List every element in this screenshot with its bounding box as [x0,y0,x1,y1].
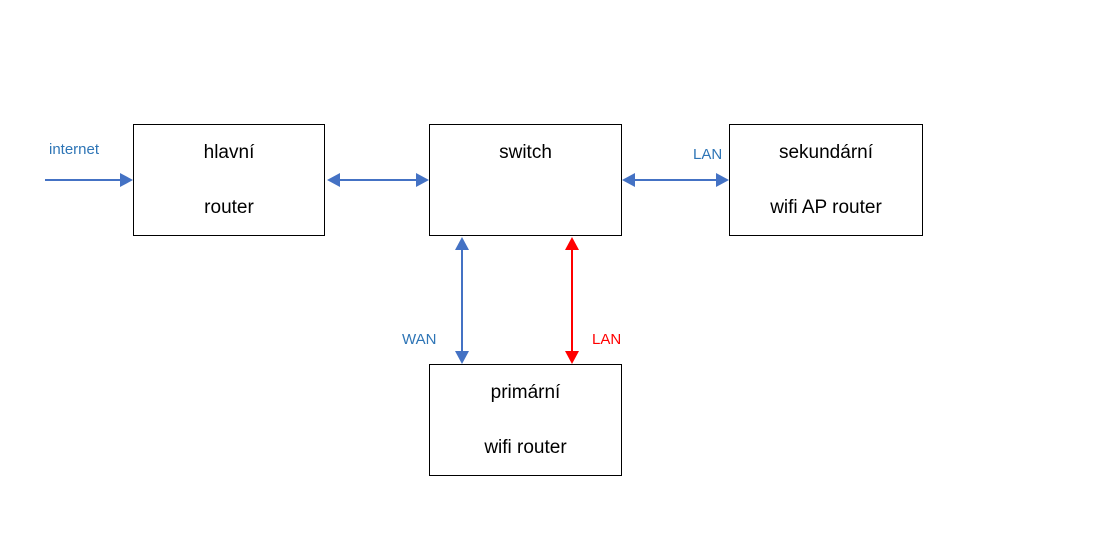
lan-label-switch-primary: LAN [592,331,622,348]
edge-main-router-switch-arrow [327,173,429,187]
node-secondary-wifi-ap-router: sekundární wifi AP router [729,124,923,236]
arrowhead-right-icon [416,173,429,187]
edge-switch-primary-router-lan-arrow [565,237,579,364]
arrowhead-left-icon [327,173,340,187]
arrowhead-right-icon [716,173,729,187]
node-primary-router-label-line2: wifi router [484,436,567,458]
arrowhead-down-icon [565,351,579,364]
node-secondary-router-label-line2: wifi AP router [770,196,882,218]
arrowhead-left-icon [622,173,635,187]
node-switch-label: switch [499,142,552,163]
node-secondary-router-label-line1: sekundární [778,141,873,163]
arrowhead-right-icon [120,173,133,187]
wan-label-switch-primary: WAN [402,331,437,348]
edge-shaft [461,250,463,351]
internet-arrow-shaft [45,179,120,181]
node-primary-router-label-line1: primární [490,381,561,403]
edge-switch-primary-router-wan-arrow [455,237,469,364]
node-main-router-label-line1: hlavní [203,141,255,163]
arrowhead-up-icon [565,237,579,250]
node-main-router: hlavní router [133,124,325,236]
edge-switch-secondary-router-arrow [622,173,729,187]
internet-label: internet [49,141,100,158]
edge-shaft [635,179,716,181]
arrowhead-up-icon [455,237,469,250]
edge-shaft [340,179,416,181]
edge-shaft [571,250,573,351]
node-primary-wifi-router: primární wifi router [429,364,622,476]
arrowhead-down-icon [455,351,469,364]
node-switch: switch [429,124,622,236]
internet-arrow [45,173,133,187]
lan-label-switch-secondary: LAN [693,146,723,163]
node-main-router-label-line2: router [204,196,254,218]
